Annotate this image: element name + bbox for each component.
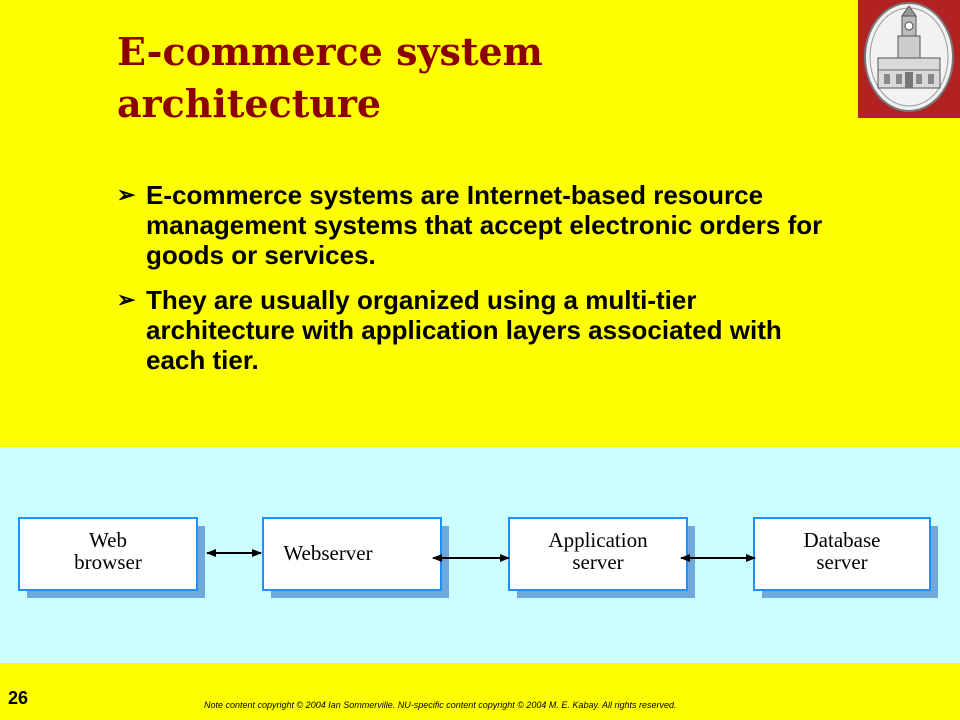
node-application-server (508, 517, 695, 598)
copyright-notice: Note content copyright © 2004 Ian Sommer… (204, 700, 677, 710)
node-database-server (753, 517, 938, 598)
bullet-text: They are usually organized using a multi… (146, 285, 782, 375)
bullet-list: ➢ E-commerce systems are Internet-based … (117, 180, 837, 390)
arrow-bullet-icon: ➢ (117, 182, 136, 207)
university-logo (858, 0, 960, 118)
bullet-item: ➢ They are usually organized using a mul… (117, 285, 837, 375)
arrow-bullet-icon: ➢ (117, 287, 136, 312)
content-area (0, 0, 960, 447)
architecture-diagram-svg (18, 517, 938, 598)
node-web-browser (18, 517, 205, 598)
clock-tower-seal-icon (864, 2, 954, 112)
node-label-webserver: Webserver (283, 541, 373, 565)
node-label-database-server: Database server (803, 528, 881, 574)
node-webserver (262, 517, 449, 598)
node-label-application-server: Application server (548, 528, 648, 574)
node-label-web-browser: Web browser (74, 528, 142, 574)
slide-title: E-commerce system architecture (117, 29, 543, 126)
bullet-text: E-commerce systems are Internet-based re… (146, 180, 823, 270)
page-number: 26 (8, 688, 29, 708)
architecture-diagram: Web browser Webserver Application server… (0, 447, 960, 668)
footer-band (0, 663, 960, 720)
bullet-item: ➢ E-commerce systems are Internet-based … (117, 180, 837, 270)
